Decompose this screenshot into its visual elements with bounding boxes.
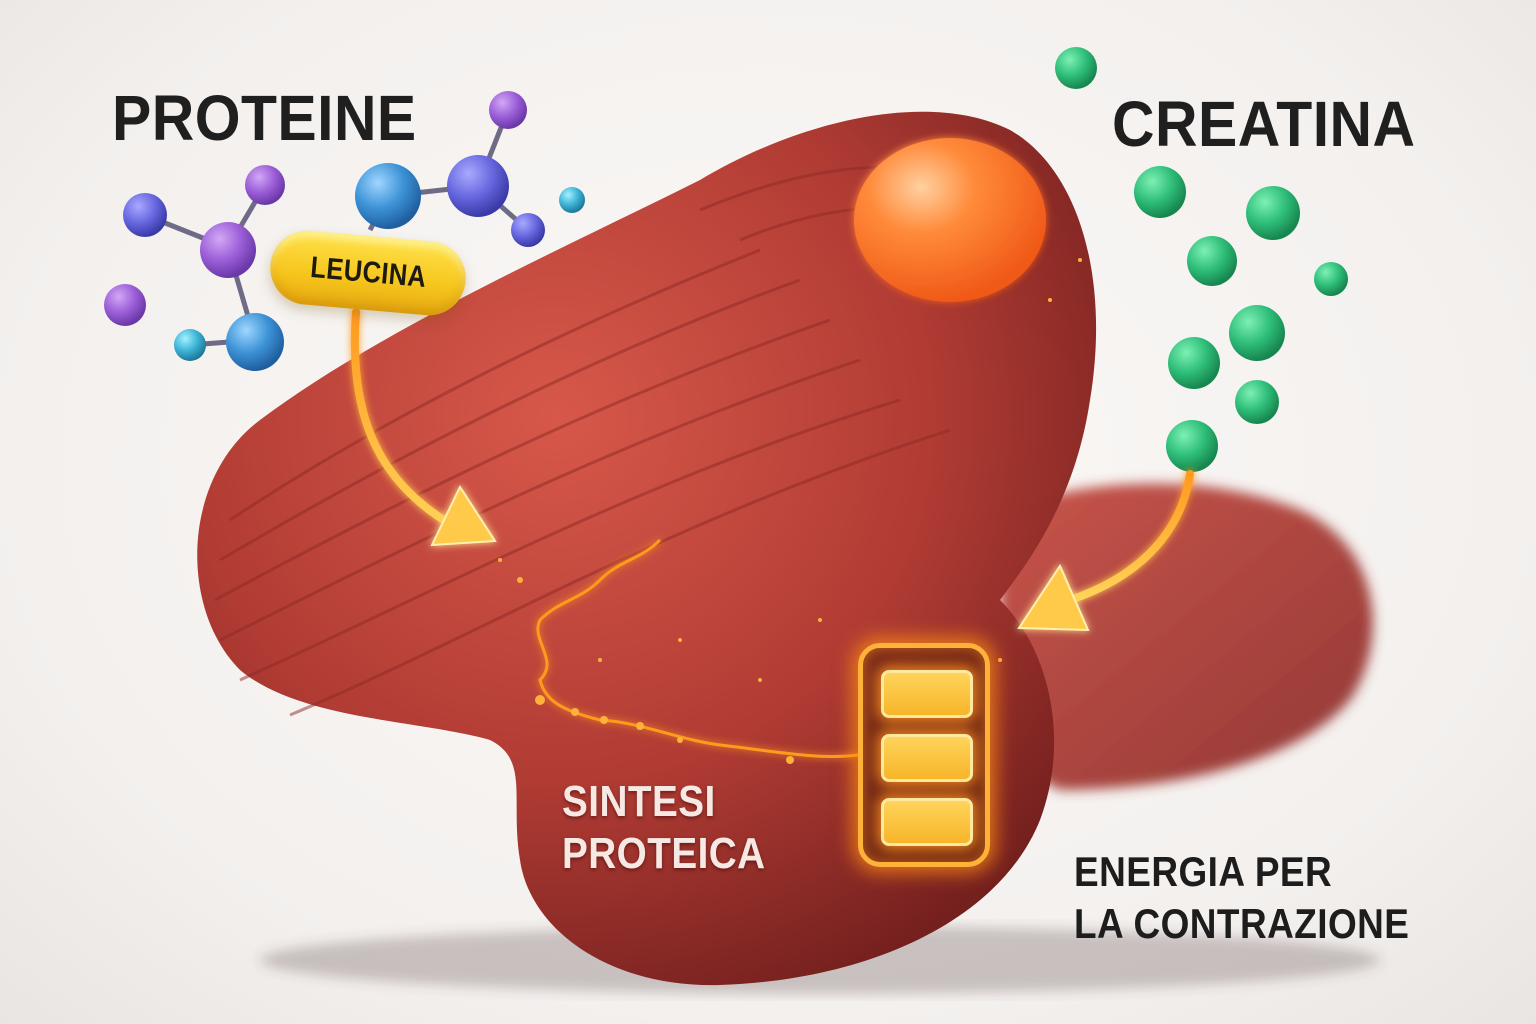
proteine-title: PROTEINE	[112, 82, 417, 154]
energia-line-1: ENERGIA PER	[1074, 848, 1333, 895]
energia-label: ENERGIA PER LA CONTRAZIONE	[1074, 846, 1409, 950]
sintesi-line-2: PROTEICA	[562, 829, 766, 878]
glowing-nodule	[854, 138, 1046, 302]
back-muscle-fiber	[1000, 483, 1373, 790]
sintesi-proteica-label: SINTESI PROTEICA	[562, 776, 766, 880]
creatina-arrow	[1017, 470, 1194, 632]
sparkles	[498, 258, 1082, 764]
creatine-particles	[1055, 47, 1348, 472]
sintesi-line-1: SINTESI	[562, 777, 716, 826]
leucina-arrow	[350, 308, 497, 547]
battery-cell-icon	[881, 670, 973, 718]
battery-icon	[858, 643, 990, 867]
battery-cell-icon	[881, 798, 973, 846]
creatina-title: CREATINA	[1112, 88, 1416, 160]
energia-line-2: LA CONTRAZIONE	[1074, 900, 1410, 947]
leucina-label: LEUCINA	[308, 250, 428, 295]
battery-cell-icon	[881, 734, 973, 782]
protein-molecules	[104, 91, 585, 371]
energy-path	[536, 538, 859, 759]
